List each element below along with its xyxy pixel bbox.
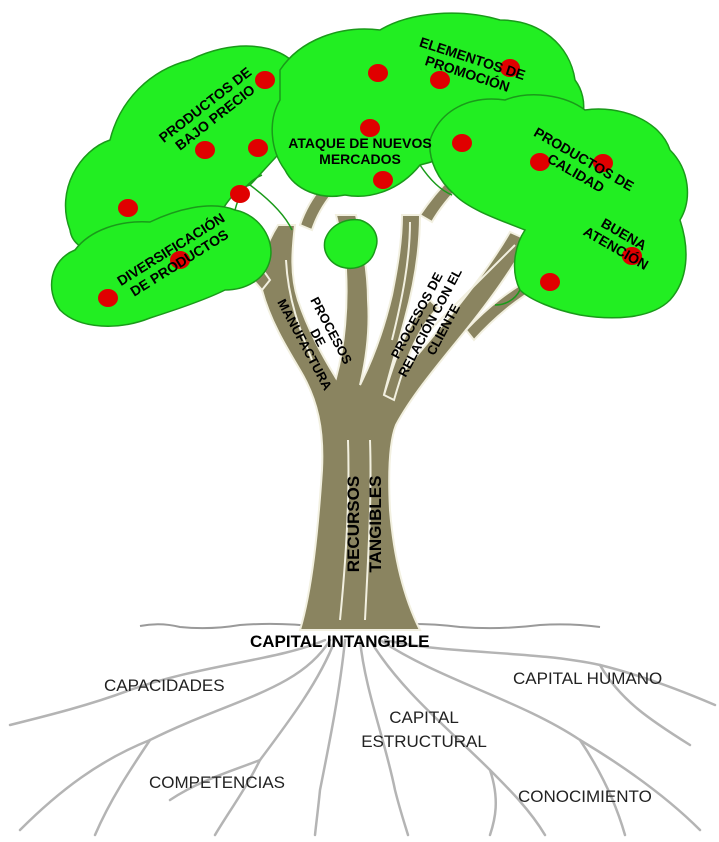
root [315, 640, 345, 835]
root [95, 740, 150, 835]
label-capital-intangible: CAPITAL INTANGIBLE [250, 632, 429, 652]
root [20, 640, 330, 830]
fruit [540, 273, 560, 291]
label-competencias: COMPETENCIAS [149, 773, 285, 793]
label-line: TANGIBLES [365, 454, 387, 594]
label-capital-humano: CAPITAL HUMANO [513, 669, 662, 689]
label-line: ESTRUCTURAL [354, 730, 494, 754]
fruit [368, 64, 388, 82]
root [215, 640, 335, 835]
fruit [248, 139, 268, 157]
label-line: CAPITAL [354, 706, 494, 730]
label-line: RECURSOS [343, 454, 365, 594]
label-ataque-nuevos-mercados: ATAQUE DE NUEVOS MERCADOS [280, 135, 440, 167]
foliage-cluster-center [324, 220, 376, 269]
label-line: MERCADOS [280, 151, 440, 167]
label-capacidades: CAPACIDADES [104, 676, 225, 696]
label-capital-estructural: CAPITAL ESTRUCTURAL [354, 706, 494, 754]
label-line: ATAQUE DE NUEVOS [280, 135, 440, 151]
root [490, 770, 496, 835]
fruit [373, 171, 393, 189]
fruit [195, 141, 215, 159]
label-recursos-tangibles: RECURSOS TANGIBLES [343, 454, 387, 594]
fruit [118, 199, 138, 217]
label-conocimiento: CONOCIMIENTO [518, 787, 652, 807]
fruit [452, 134, 472, 152]
